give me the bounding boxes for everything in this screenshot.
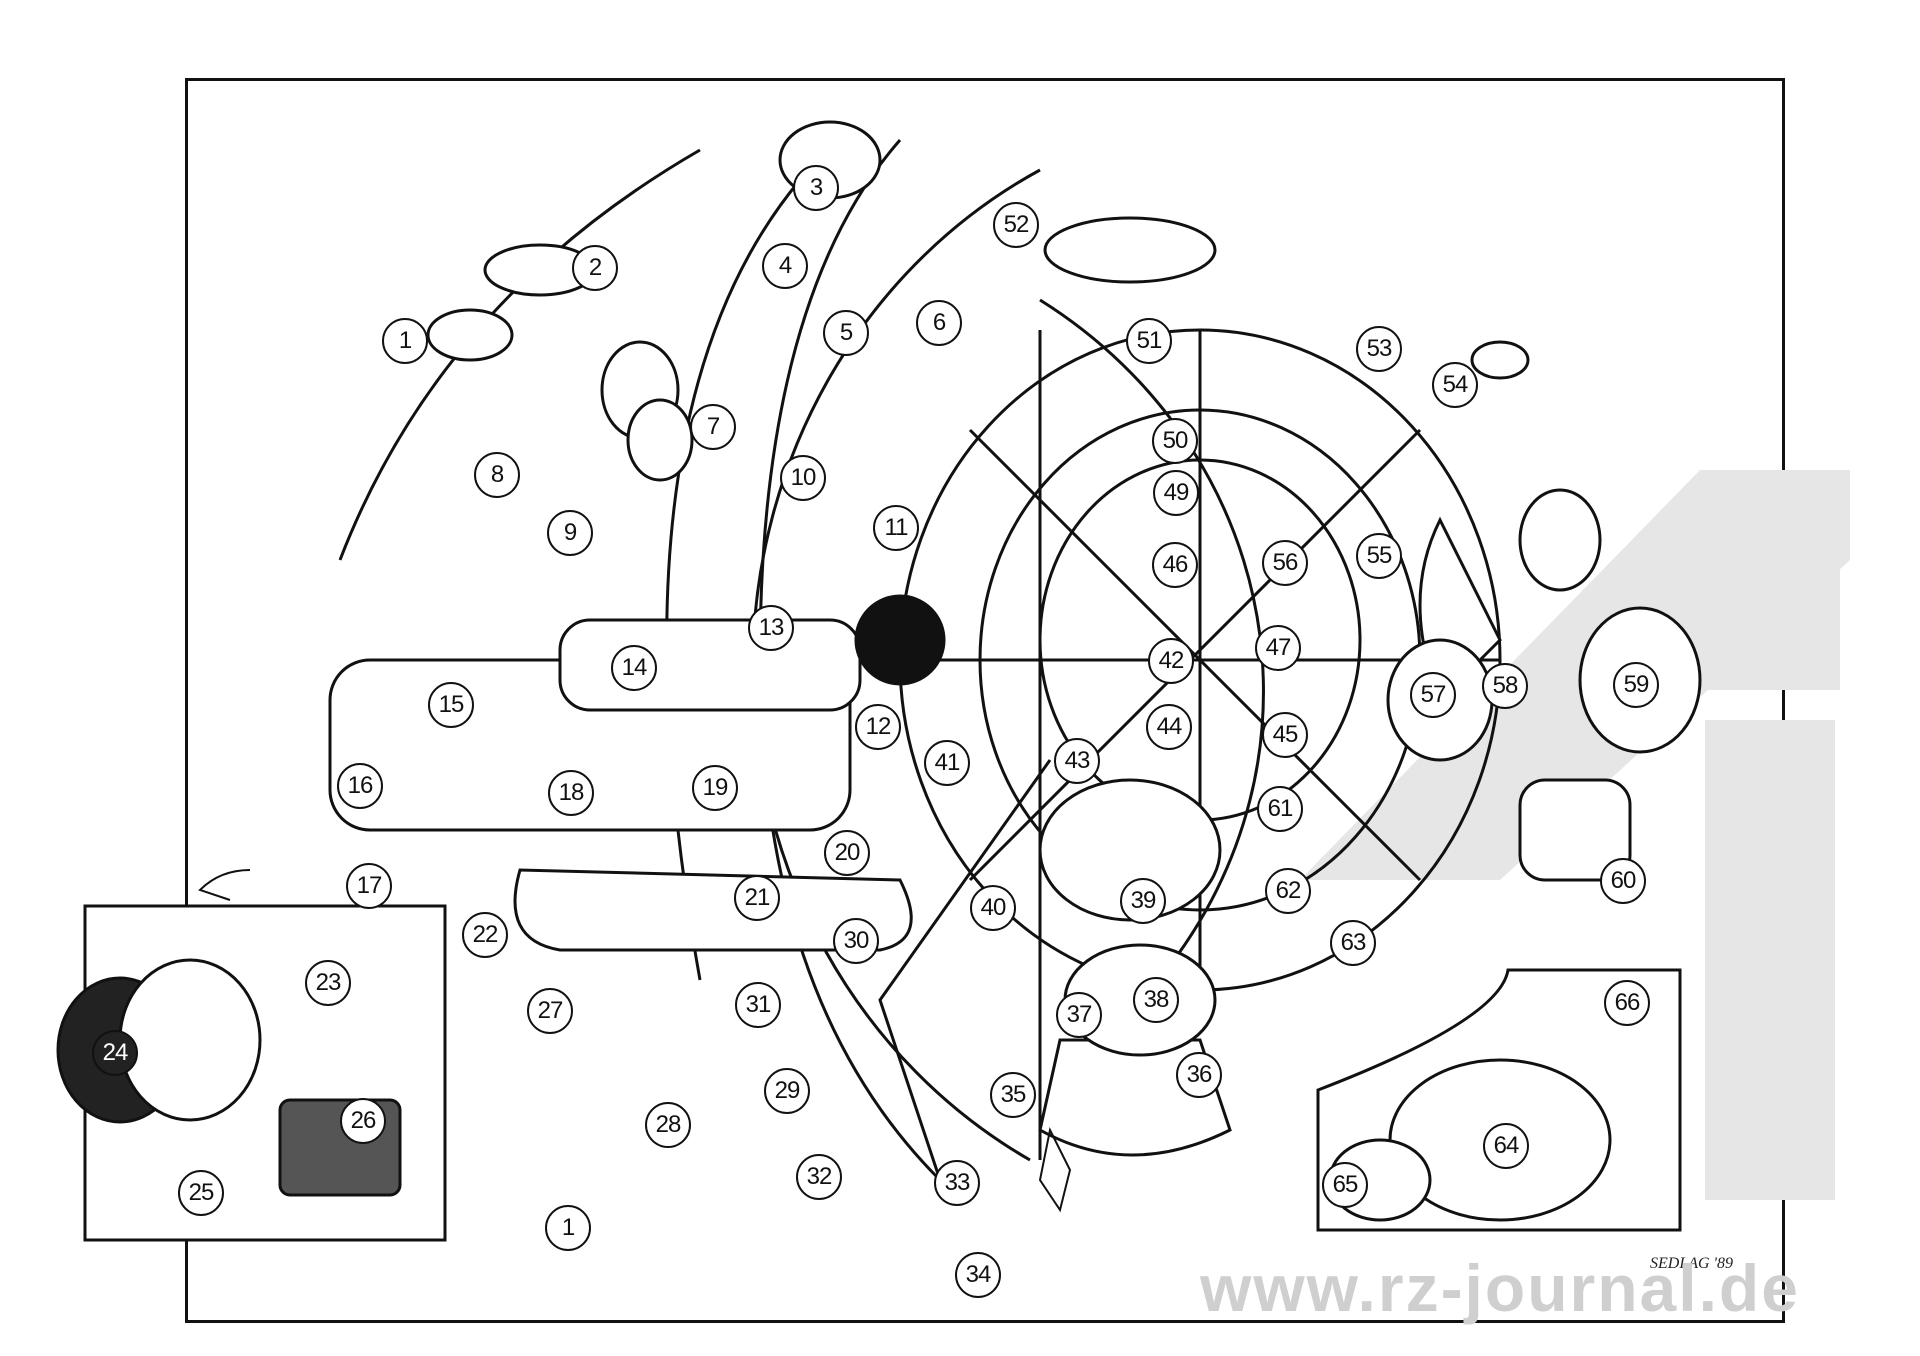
rz-logo-watermark: [1300, 470, 1850, 1200]
diagram-frame: [185, 78, 1785, 1323]
callout-29: 29: [764, 1068, 810, 1114]
callout-56: 56: [1262, 540, 1308, 586]
callout-9: 9: [547, 510, 593, 556]
callout-2: 2: [572, 245, 618, 291]
callout-34: 34: [955, 1252, 1001, 1298]
callout-30: 30: [833, 918, 879, 964]
callout-60: 60: [1600, 858, 1646, 904]
callout-3: 3: [793, 165, 839, 211]
callout-1: 1: [382, 318, 428, 364]
callout-49: 49: [1153, 470, 1199, 516]
callout-52: 52: [993, 202, 1039, 248]
callout-25: 25: [178, 1170, 224, 1216]
callout-45: 45: [1262, 712, 1308, 758]
callout-38: 38: [1133, 977, 1179, 1023]
callout-57: 57: [1410, 672, 1456, 718]
callout-18: 18: [548, 770, 594, 816]
capsule-module: [1038, 778, 1232, 1157]
callout-64: 64: [1483, 1123, 1529, 1169]
callout-6: 6: [916, 300, 962, 346]
callout-21: 21: [734, 875, 780, 921]
callout-36: 36: [1176, 1052, 1222, 1098]
callout-26: 26: [340, 1098, 386, 1144]
callout-50: 50: [1152, 418, 1198, 464]
callout-61: 61: [1257, 786, 1303, 832]
callout-16: 16: [337, 763, 383, 809]
callout-44: 44: [1146, 704, 1192, 750]
callout-53: 53: [1356, 326, 1402, 372]
callout-11: 11: [873, 505, 919, 551]
callout-31: 31: [735, 982, 781, 1028]
callout-33: 33: [934, 1160, 980, 1206]
callout-65: 65: [1322, 1162, 1368, 1208]
callout-54: 54: [1432, 362, 1478, 408]
callout-14: 14: [611, 645, 657, 691]
callout-10: 10: [780, 455, 826, 501]
callout-47: 47: [1255, 625, 1301, 671]
callout-23: 23: [305, 960, 351, 1006]
direction-arrows: [198, 869, 1072, 1213]
callout-1-inset: 1: [545, 1205, 591, 1251]
callout-4: 4: [762, 243, 808, 289]
callout-32: 32: [796, 1154, 842, 1200]
callout-55: 55: [1356, 533, 1402, 579]
callout-7: 7: [690, 404, 736, 450]
callout-46: 46: [1152, 542, 1198, 588]
site-watermark: www.rz-journal.de: [1200, 1251, 1800, 1325]
callout-5: 5: [823, 310, 869, 356]
callout-62: 62: [1265, 868, 1311, 914]
callout-15: 15: [428, 682, 474, 728]
callout-19: 19: [692, 765, 738, 811]
callout-42: 42: [1148, 638, 1194, 684]
callout-58: 58: [1482, 663, 1528, 709]
callout-28: 28: [645, 1102, 691, 1148]
side-module-cluster: [1386, 488, 1702, 882]
callout-12: 12: [855, 704, 901, 750]
callout-66: 66: [1604, 980, 1650, 1026]
callout-20: 20: [824, 830, 870, 876]
callout-43: 43: [1054, 738, 1100, 784]
callout-51: 51: [1126, 318, 1172, 364]
callout-39: 39: [1120, 878, 1166, 924]
callout-13: 13: [748, 605, 794, 651]
callout-59: 59: [1613, 662, 1659, 708]
callout-35: 35: [990, 1072, 1036, 1118]
callout-63: 63: [1330, 920, 1376, 966]
callout-8: 8: [474, 452, 520, 498]
callout-17: 17: [346, 863, 392, 909]
docking-module: [328, 120, 1530, 952]
callout-27: 27: [527, 988, 573, 1034]
artist-signature: SEDLAG '89: [1650, 1255, 1733, 1272]
callout-22: 22: [462, 912, 508, 958]
callout-37: 37: [1056, 992, 1102, 1038]
callout-24: 24: [92, 1030, 138, 1076]
callout-41: 41: [924, 740, 970, 786]
callout-40: 40: [970, 885, 1016, 931]
